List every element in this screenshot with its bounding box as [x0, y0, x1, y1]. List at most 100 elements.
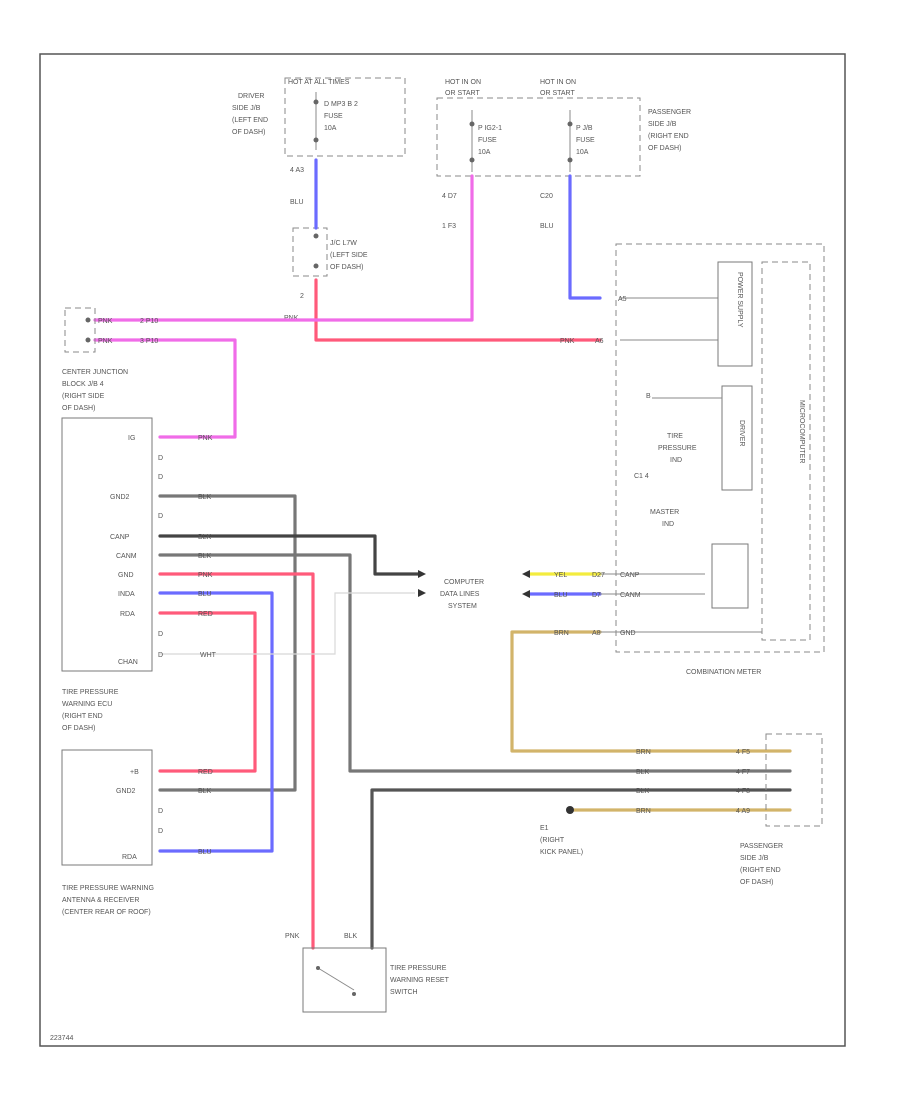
- wire-labels: PNK 2 P10 PNK 3 P10 PNK BLK BLK BLK PNK …: [98, 296, 750, 940]
- svg-text:TIRE: TIRE: [667, 433, 683, 440]
- passenger-fuse-block: HOT IN ON OR START HOT IN ON OR START P …: [436, 79, 691, 230]
- svg-text:2 P10: 2 P10: [140, 318, 158, 325]
- svg-text:WHT: WHT: [200, 652, 217, 659]
- svg-text:HOT AT ALL TIMES: HOT AT ALL TIMES: [288, 79, 350, 86]
- svg-text:J/C L7W: J/C L7W: [330, 240, 357, 247]
- svg-text:SIDE J/B: SIDE J/B: [232, 105, 261, 112]
- svg-text:WARNING ECU: WARNING ECU: [62, 701, 112, 708]
- svg-text:CANP: CANP: [110, 534, 130, 541]
- svg-text:TIRE PRESSURE: TIRE PRESSURE: [390, 965, 447, 972]
- tire-pressure-ecu: IG D D GND2 D CANP CANM GND INDA RDA D D…: [61, 417, 163, 732]
- passenger-jb-right: PASSENGER SIDE J/B (RIGHT END OF DASH): [740, 733, 823, 886]
- svg-text:DATA LINES: DATA LINES: [440, 591, 480, 598]
- svg-text:+B: +B: [130, 769, 139, 776]
- svg-text:A5: A5: [618, 296, 627, 303]
- svg-text:GND2: GND2: [110, 494, 130, 501]
- svg-text:4 A3: 4 A3: [290, 167, 304, 174]
- svg-text:ANTENNA & RECEIVER: ANTENNA & RECEIVER: [62, 897, 139, 904]
- svg-text:SIDE J/B: SIDE J/B: [740, 855, 769, 862]
- svg-text:CENTER JUNCTION: CENTER JUNCTION: [62, 369, 128, 376]
- svg-text:HOT IN ON: HOT IN ON: [540, 79, 576, 86]
- svg-text:10A: 10A: [576, 149, 589, 156]
- svg-text:TIRE PRESSURE WARNING: TIRE PRESSURE WARNING: [62, 885, 154, 892]
- antenna-receiver: +B GND2 D D RDA TIRE PRESSURE WARNING AN…: [61, 749, 163, 916]
- svg-text:10A: 10A: [478, 149, 491, 156]
- svg-text:SYSTEM: SYSTEM: [448, 603, 477, 610]
- svg-text:TIRE PRESSURE: TIRE PRESSURE: [62, 689, 119, 696]
- svg-text:BLK: BLK: [636, 788, 650, 795]
- svg-text:BLU: BLU: [198, 591, 212, 598]
- svg-text:OR START: OR START: [445, 90, 480, 97]
- svg-text:CANM: CANM: [116, 553, 137, 560]
- svg-text:KICK PANEL): KICK PANEL): [540, 849, 583, 856]
- svg-text:BLU: BLU: [540, 223, 554, 230]
- svg-text:PNK: PNK: [560, 338, 575, 345]
- svg-text:BRN: BRN: [554, 630, 569, 637]
- svg-text:MASTER: MASTER: [650, 509, 679, 516]
- svg-text:4 A9: 4 A9: [736, 808, 750, 815]
- svg-text:HOT IN ON: HOT IN ON: [445, 79, 481, 86]
- svg-text:PNK: PNK: [285, 933, 300, 940]
- svg-text:D: D: [158, 808, 163, 815]
- svg-text:3 P10: 3 P10: [140, 338, 158, 345]
- svg-text:OF DASH): OF DASH): [62, 405, 95, 412]
- diagram-frame: [39, 53, 846, 1047]
- svg-text:4 F8: 4 F8: [736, 788, 750, 795]
- ground-e1: E1 (RIGHT KICK PANEL): [540, 806, 583, 856]
- svg-text:PNK: PNK: [198, 572, 213, 579]
- svg-text:DRIVER: DRIVER: [738, 420, 745, 446]
- svg-text:RDA: RDA: [120, 611, 135, 618]
- svg-text:SIDE J/B: SIDE J/B: [648, 121, 677, 128]
- svg-text:B: B: [646, 393, 651, 400]
- svg-text:2: 2: [300, 293, 304, 300]
- svg-text:BLK: BLK: [636, 769, 650, 776]
- svg-text:4 F5: 4 F5: [736, 749, 750, 756]
- svg-text:(RIGHT END: (RIGHT END: [648, 133, 689, 140]
- svg-text:4 D7: 4 D7: [442, 193, 457, 200]
- reset-switch: TIRE PRESSURE WARNING RESET SWITCH: [302, 947, 450, 1013]
- svg-text:FUSE: FUSE: [478, 137, 497, 144]
- svg-text:(RIGHT SIDE: (RIGHT SIDE: [62, 393, 105, 400]
- svg-text:DRIVER: DRIVER: [238, 93, 264, 100]
- svg-text:PASSENGER: PASSENGER: [740, 843, 783, 850]
- svg-text:OF DASH): OF DASH): [62, 725, 95, 732]
- svg-text:RDA: RDA: [122, 854, 137, 861]
- svg-text:INDA: INDA: [118, 591, 135, 598]
- svg-text:D7: D7: [592, 592, 601, 599]
- svg-text:CANP: CANP: [620, 572, 640, 579]
- svg-text:C1 4: C1 4: [634, 473, 649, 480]
- svg-text:FUSE: FUSE: [576, 137, 595, 144]
- svg-text:CANM: CANM: [620, 592, 641, 599]
- svg-text:(RIGHT: (RIGHT: [540, 837, 565, 844]
- svg-text:D: D: [158, 513, 163, 520]
- svg-text:4 F7: 4 F7: [736, 769, 750, 776]
- svg-text:SWITCH: SWITCH: [390, 989, 418, 996]
- svg-text:GND: GND: [620, 630, 636, 637]
- svg-text:PNK: PNK: [98, 318, 113, 325]
- svg-text:BRN: BRN: [636, 749, 651, 756]
- svg-text:D27: D27: [592, 572, 605, 579]
- svg-text:WARNING RESET: WARNING RESET: [390, 977, 450, 984]
- svg-text:(RIGHT END: (RIGHT END: [62, 713, 103, 720]
- svg-text:CHAN: CHAN: [118, 659, 138, 666]
- svg-text:10A: 10A: [324, 125, 337, 132]
- svg-text:D: D: [158, 631, 163, 638]
- svg-text:GND2: GND2: [116, 788, 136, 795]
- svg-text:BLK: BLK: [198, 788, 212, 795]
- svg-text:OF DASH): OF DASH): [232, 129, 265, 136]
- center-junction-block: CENTER JUNCTION BLOCK J/B 4 (RIGHT SIDE …: [62, 307, 128, 412]
- svg-text:PASSENGER: PASSENGER: [648, 109, 691, 116]
- svg-text:P J/B: P J/B: [576, 125, 593, 132]
- svg-text:RED: RED: [198, 611, 213, 618]
- svg-text:(LEFT END: (LEFT END: [232, 117, 268, 124]
- svg-text:PNK: PNK: [198, 435, 213, 442]
- svg-text:PNK: PNK: [98, 338, 113, 345]
- svg-text:P IG2-1: P IG2-1: [478, 125, 502, 132]
- svg-text:COMPUTER: COMPUTER: [444, 579, 484, 586]
- wires: [93, 158, 792, 950]
- footer-id: 223744: [50, 1035, 73, 1042]
- svg-text:BLU: BLU: [554, 592, 568, 599]
- svg-text:(CENTER REAR OF ROOF): (CENTER REAR OF ROOF): [62, 909, 151, 916]
- svg-text:D: D: [158, 474, 163, 481]
